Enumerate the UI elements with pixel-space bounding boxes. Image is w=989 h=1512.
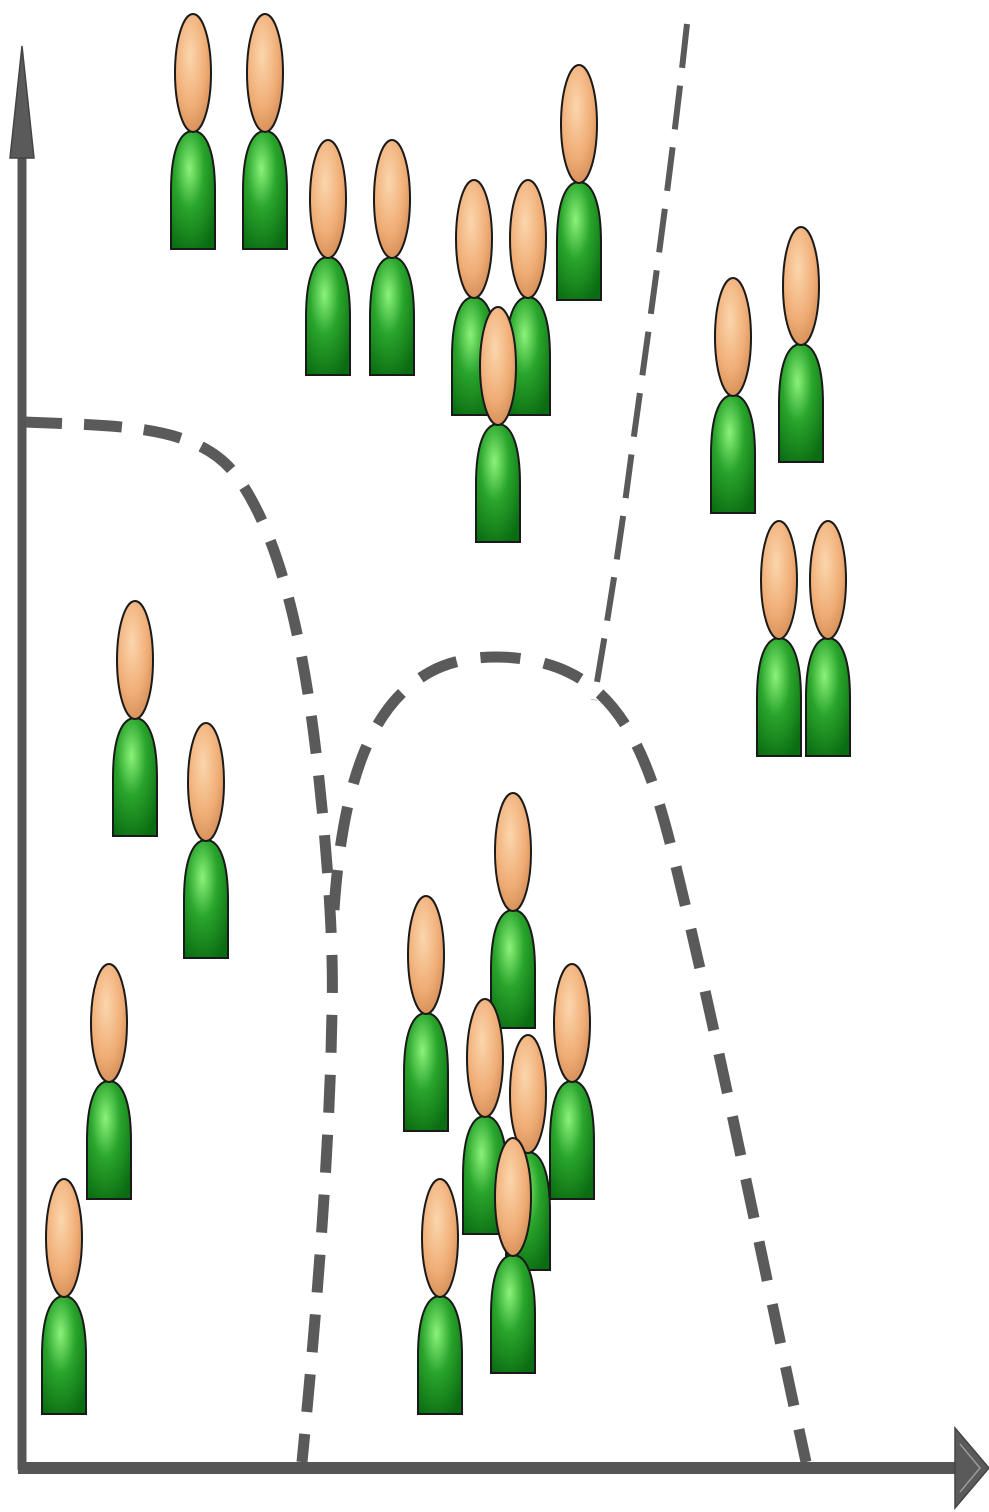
person-icon [778,226,824,463]
person-icon [710,277,756,514]
cluster-boundaries [23,23,812,1464]
bottom-cluster-boundary [328,651,812,1464]
y-axis-arrow-head-icon [9,45,35,159]
x-axis-arrow-head-icon [954,1425,989,1511]
person-icon [170,13,216,250]
left-cluster-boundary [23,416,338,1463]
person-icon [556,64,602,301]
person-icon [756,520,802,757]
person-icon [403,895,449,1132]
person-icon [805,520,851,757]
people-group [41,13,851,1415]
axes [9,45,989,1511]
person-icon [417,1178,463,1415]
x-axis-arrow-highlight [959,1443,981,1493]
person-icon [183,722,229,959]
person-icon [475,306,521,543]
person-icon [112,600,158,837]
person-icon [549,963,595,1200]
person-icon [242,13,288,250]
top-right-cluster-boundary [591,23,690,701]
person-icon [490,792,536,1029]
person-icon [369,139,415,376]
person-icon [305,139,351,376]
person-icon [86,963,132,1200]
person-icon [41,1178,87,1415]
